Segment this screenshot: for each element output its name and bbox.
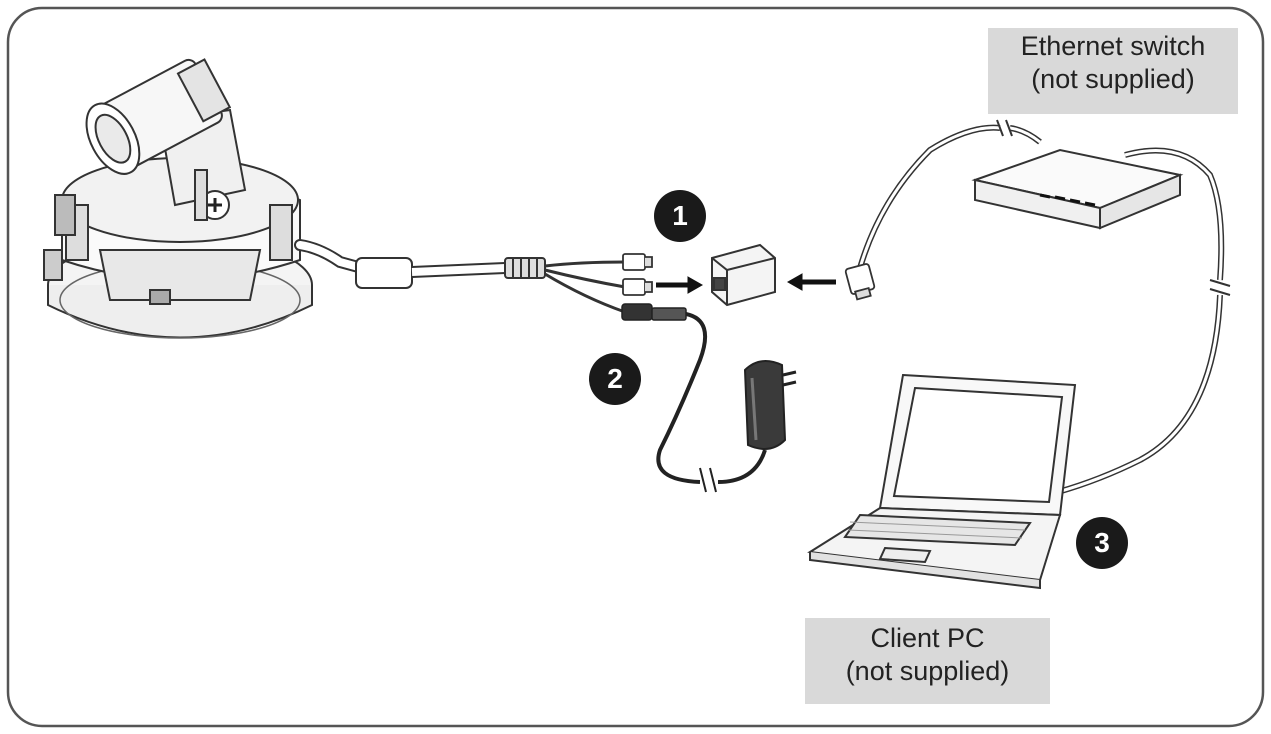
dc-jack-icon <box>621 303 687 321</box>
power-adapter-icon <box>743 360 797 450</box>
diagram-frame <box>6 6 1265 728</box>
client-pc-label: Client PC (not supplied) <box>805 618 1050 704</box>
switch-label-line1: Ethernet switch <box>1020 31 1206 61</box>
ethernet-switch-icon <box>971 148 1184 230</box>
rj45-coupler-icon <box>711 243 776 307</box>
step-badge-2: 2 <box>589 353 641 405</box>
client-pc-label-line1: Client PC <box>870 623 985 653</box>
arrow-right-to-coupler <box>786 273 836 291</box>
dome-camera-icon <box>43 58 313 339</box>
network-cable-switch <box>857 119 1042 269</box>
arrow-left-to-coupler <box>656 276 704 294</box>
step-badge-3: 3 <box>1076 517 1128 569</box>
switch-label: Ethernet switch (not supplied) <box>988 28 1238 114</box>
switch-label-line2: (not supplied) <box>1031 64 1195 94</box>
network-plug-icon <box>844 263 876 301</box>
laptop-icon <box>807 373 1077 590</box>
camera-cable <box>294 239 626 314</box>
step-badge-1: 1 <box>654 190 706 242</box>
network-cable-laptop <box>1057 147 1231 495</box>
rj45-plug-icon <box>622 253 653 296</box>
client-pc-label-line2: (not supplied) <box>845 656 1010 686</box>
power-cable <box>656 312 767 493</box>
